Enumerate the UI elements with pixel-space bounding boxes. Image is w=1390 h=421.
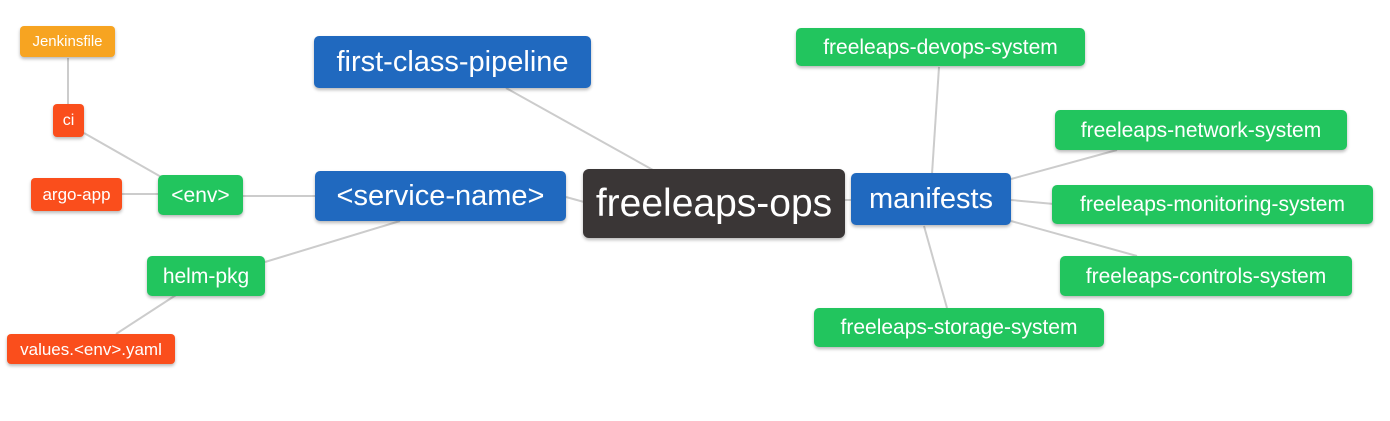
node-service-name[interactable]: <service-name>	[315, 171, 566, 221]
node-ci[interactable]: ci	[53, 104, 84, 137]
node-manifests[interactable]: manifests	[851, 173, 1011, 225]
node-values-env-yaml[interactable]: values.<env>.yaml	[7, 334, 175, 364]
edge-manifests-monitoring	[1010, 199, 1055, 205]
node-argo-app[interactable]: argo-app	[31, 178, 122, 211]
edge-ci-env	[83, 132, 164, 179]
edge-manifests-controls	[1010, 220, 1138, 257]
node-first-class-pipeline[interactable]: first-class-pipeline	[314, 36, 591, 88]
node-helm-pkg[interactable]: helm-pkg	[147, 256, 265, 296]
node-env[interactable]: <env>	[158, 175, 243, 215]
edge-service-name-freeleaps-ops	[565, 196, 585, 203]
node-freeleaps-ops[interactable]: freeleaps-ops	[583, 169, 845, 238]
node-freeleaps-devops-system[interactable]: freeleaps-devops-system	[796, 28, 1085, 66]
edge-values-helm-pkg	[115, 294, 177, 335]
node-freeleaps-monitoring-system[interactable]: freeleaps-monitoring-system	[1052, 185, 1373, 224]
node-freeleaps-storage-system[interactable]: freeleaps-storage-system	[814, 308, 1104, 347]
edge-manifests-storage	[923, 225, 948, 309]
edge-manifests-devops	[931, 66, 940, 175]
node-freeleaps-controls-system[interactable]: freeleaps-controls-system	[1060, 256, 1352, 296]
edge-pipeline-freeleaps-ops	[505, 87, 654, 171]
node-freeleaps-network-system[interactable]: freeleaps-network-system	[1055, 110, 1347, 150]
node-jenkinsfile[interactable]: Jenkinsfile	[20, 26, 115, 57]
edge-manifests-network	[1010, 149, 1118, 180]
edge-helm-pkg-service-name	[264, 220, 401, 263]
